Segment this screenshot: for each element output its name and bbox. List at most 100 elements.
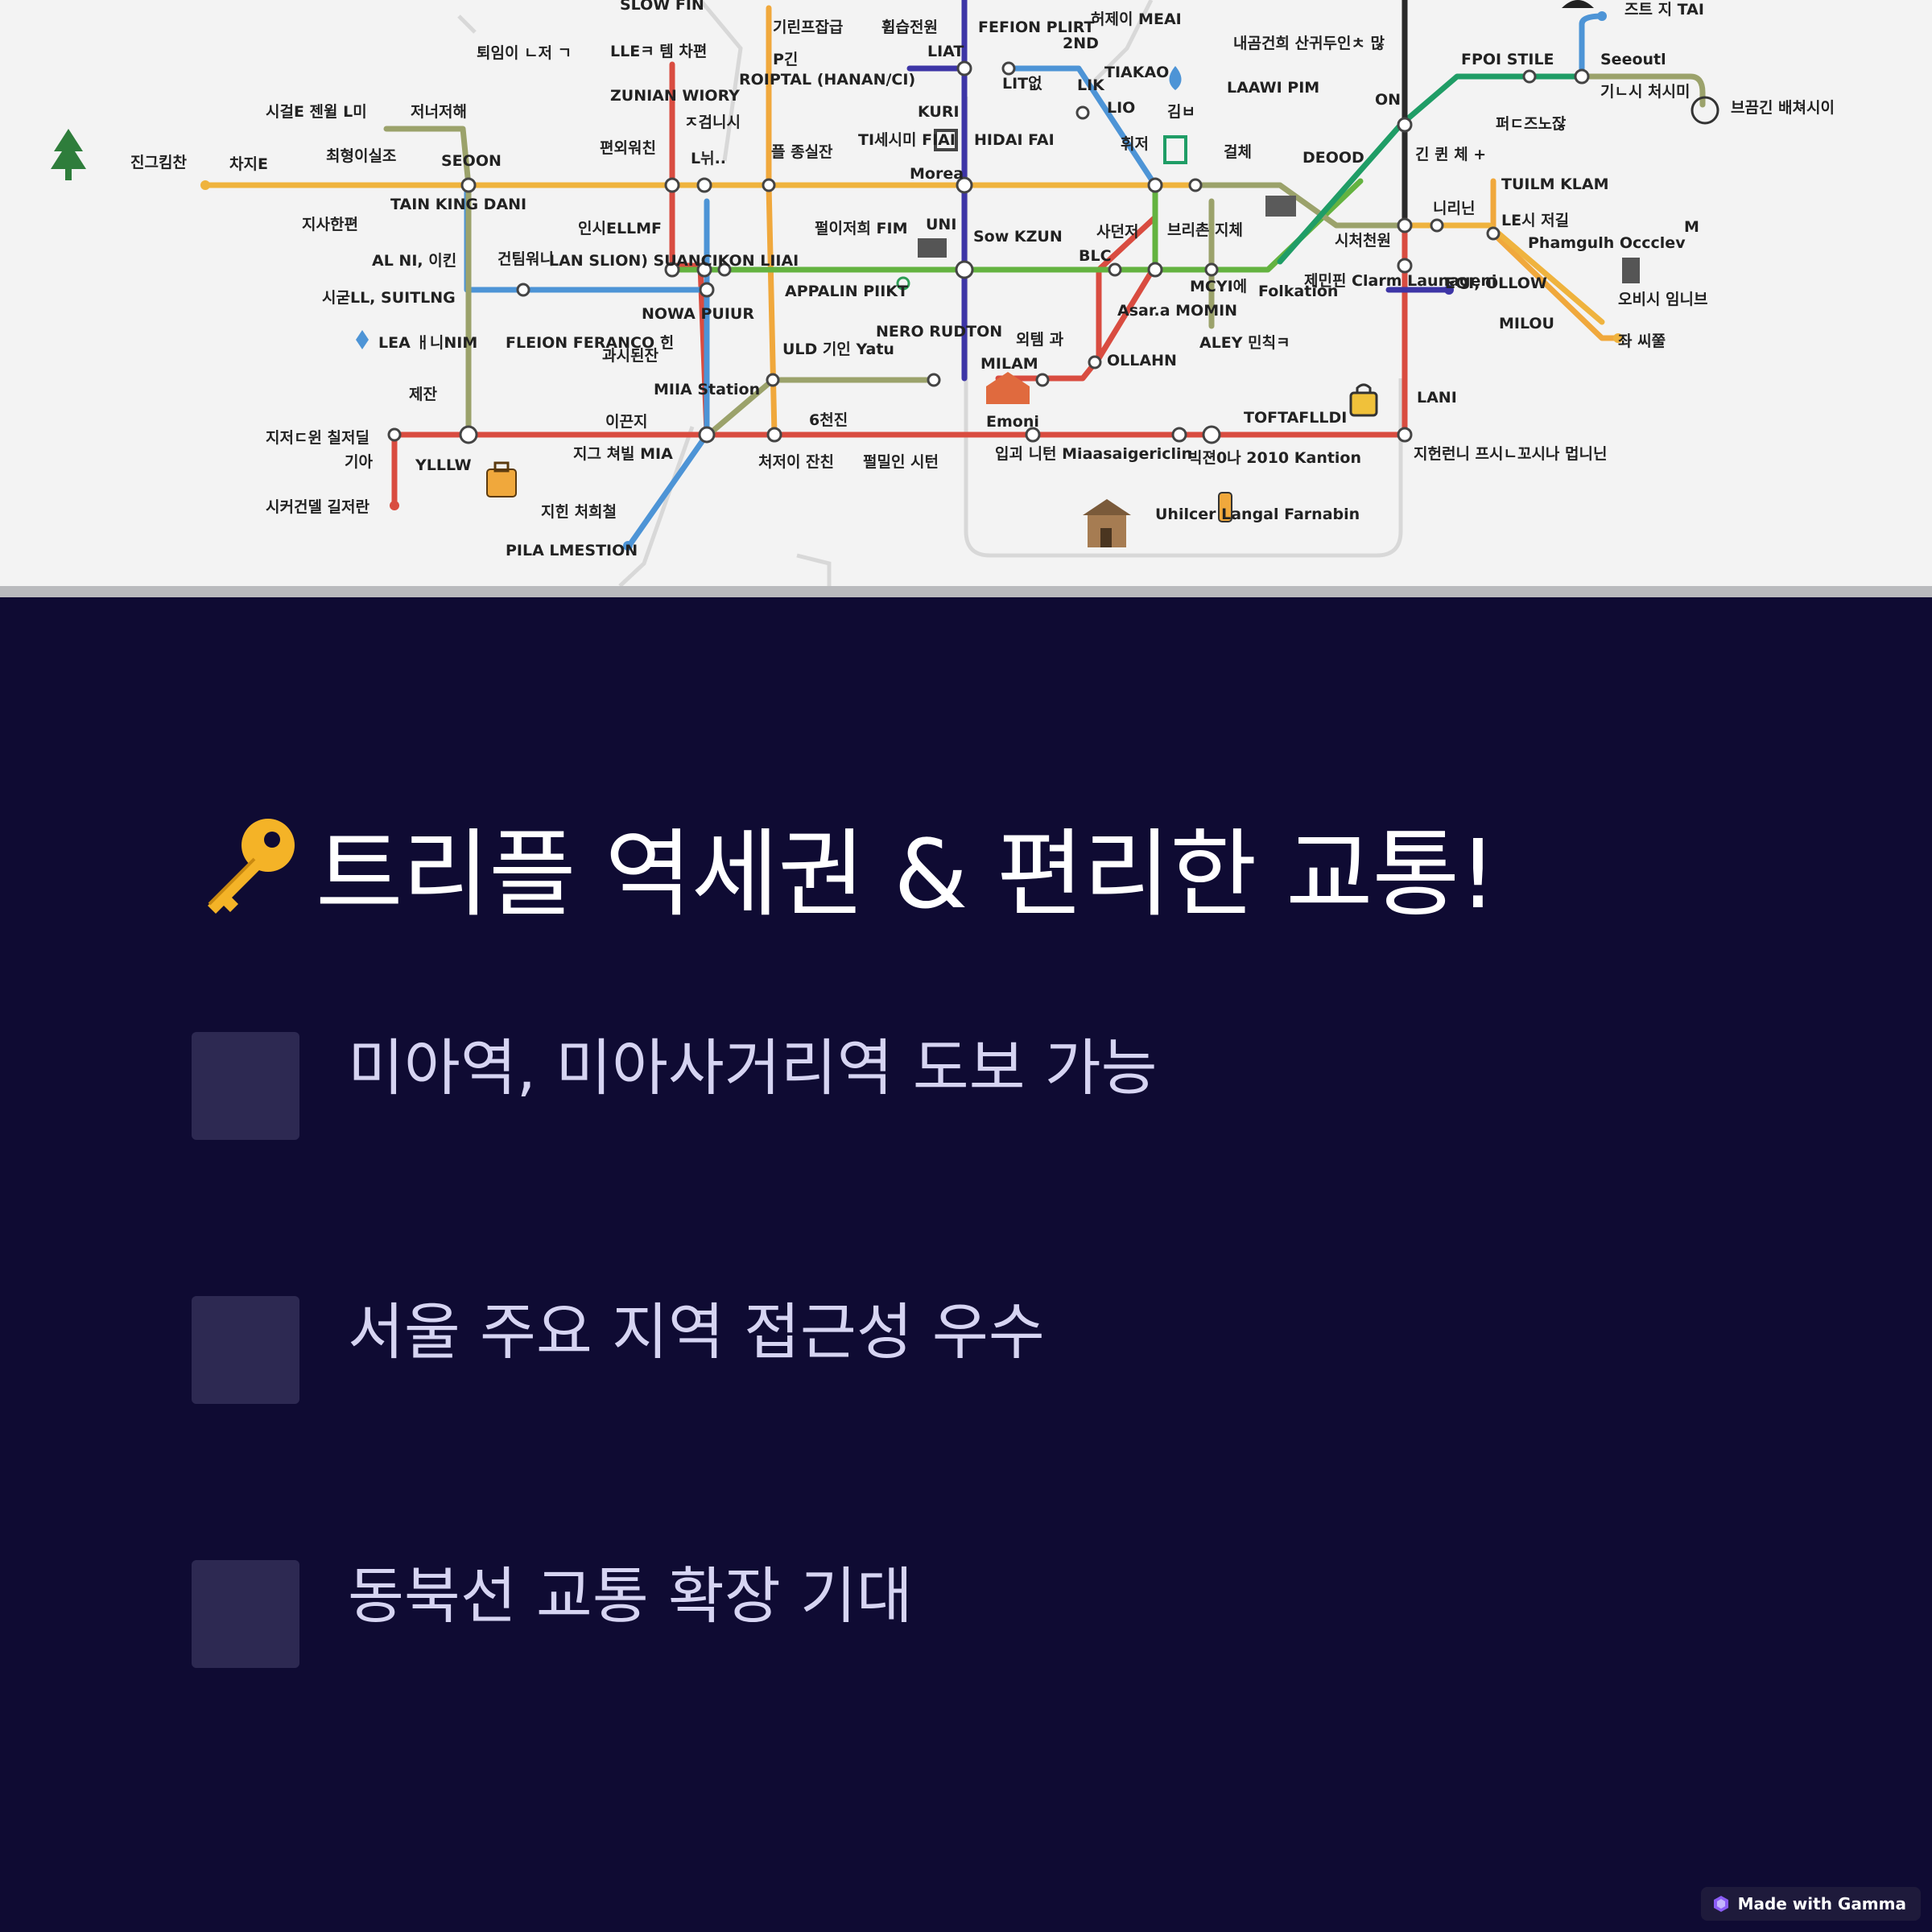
map-station-label: 퇴임이 ㄴ저 ㄱ: [477, 44, 572, 62]
line-teal: [1277, 73, 1585, 265]
map-station-label: 브리촌 지체: [1167, 221, 1243, 239]
map-station-label: 니리닌: [1433, 200, 1475, 217]
shrine-icon: [1163, 135, 1187, 164]
map-station-label: MILAM: [980, 355, 1038, 373]
blue-star-icon: [356, 330, 369, 349]
map-station-label: TOFTAFLLDI: [1244, 409, 1347, 427]
line-blue-c: [1007, 65, 1158, 188]
made-with-gamma-badge[interactable]: Made with Gamma: [1700, 1887, 1921, 1921]
map-station-label: LLEㅋ 템 차편: [610, 43, 707, 60]
map-station-label: ON: [1375, 91, 1401, 109]
map-station-label: L뉘..: [691, 150, 726, 167]
line-olive-d: [1579, 73, 1706, 108]
map-station-label: 지힌 처희철: [541, 503, 617, 521]
water-drop-icon: [1169, 66, 1182, 90]
slide-title: 트리플 역세권 & 편리한 교통!: [192, 805, 1497, 930]
map-station-label: 지사한편: [302, 216, 358, 233]
map-station-label: YLLLW: [415, 456, 472, 474]
map-station-label: 6천진: [809, 411, 848, 429]
line-olive-f: [705, 377, 776, 438]
tree-icon: [51, 129, 86, 180]
map-station-label: LIAT: [927, 43, 964, 60]
bullet-box: [192, 1032, 299, 1140]
map-station-label: 기아: [345, 453, 373, 471]
map-station-label: LIK: [1077, 76, 1105, 94]
map-station-label: Morea: [910, 165, 964, 183]
building-icon: [918, 238, 947, 258]
slide-title-text: 트리플 역세권 & 편리한 교통!: [316, 818, 1497, 930]
map-station-label: APPALIN PIIKT: [785, 283, 908, 300]
map-station-label: Emoni: [986, 413, 1039, 431]
background-lines: [457, 0, 1403, 586]
map-station-label: Asar.a MOMIN: [1117, 302, 1237, 320]
map-station-label: 차지E: [229, 155, 268, 173]
line-orange-east: [1490, 178, 1621, 341]
map-station-label: 처저이 잔친: [758, 453, 834, 471]
map-station-label: PILA LMESTION: [506, 542, 638, 559]
map-station-label: EOI, OLLOW: [1445, 275, 1547, 292]
bullet-box: [192, 1296, 299, 1404]
map-station-label: 펄밀인 시턴: [863, 453, 939, 471]
map-station-label: 기ㄴ시 처시미: [1600, 83, 1690, 101]
map-station-label: 이끈지: [605, 413, 647, 431]
bullet-text: 서울 주요 지역 접근성 우수: [348, 1296, 1045, 1368]
bullet-text: 미아역, 미아사거리역 도보 가능: [348, 1032, 1158, 1104]
map-station-label: NERO RUDTON: [876, 323, 1002, 341]
bell-icon: [1562, 0, 1594, 8]
map-station-label: 김ㅂ: [1167, 103, 1195, 121]
map-station-label: SLOW FIN: [620, 0, 704, 14]
map-station-label: 진그킴찬: [130, 154, 187, 171]
map-station-label: 오비시 임니브: [1618, 291, 1708, 308]
map-station-label: ROIPTAL (HANAN/CI): [739, 71, 915, 89]
map-station-label: MIIA Station: [654, 381, 760, 398]
map-station-label: TAIN KING DANI: [390, 196, 526, 213]
map-station-label: AL NI, 이킨: [372, 252, 456, 270]
map-station-label: Sow KZUN: [973, 228, 1063, 246]
bullet-text: 동북선 교통 확장 기대: [348, 1560, 913, 1632]
map-station-label: KURI: [918, 103, 960, 121]
station-building-icon: [986, 372, 1030, 404]
map-station-label: 빅젼0나 2010 Kantion: [1188, 449, 1361, 467]
map-station-label: 제민핀 Clarm Launageni: [1304, 272, 1496, 290]
map-station-label: 외템 과: [1016, 331, 1064, 349]
map-station-label: 과시된잔: [602, 347, 658, 365]
map-station-label: DEOOD: [1302, 149, 1364, 167]
map-station-label: 지그 쳐빌 MIA: [573, 445, 673, 463]
map-station-label: LEA ㅐ니NIM: [378, 334, 477, 352]
map-station-label: UNI: [926, 216, 956, 233]
phone-icon: [1622, 258, 1640, 283]
map-station-label: 시처천원: [1335, 232, 1391, 250]
map-station-label: Seeoutl: [1600, 51, 1666, 68]
map-station-label: TUILM KLAM: [1501, 175, 1609, 193]
map-station-label: M: [1684, 218, 1699, 236]
map-station-label: MCYI에: [1190, 278, 1247, 295]
map-station-label: 즈트 지 TAI: [1624, 1, 1704, 19]
map-station-label: 지헌런니 프시ㄴ꼬시나 멉니닌: [1414, 445, 1607, 463]
map-station-label: OLLAHN: [1107, 352, 1177, 369]
map-station-label: 휘저: [1121, 135, 1149, 153]
map-station-label: SEOON: [441, 152, 502, 170]
map-station-label: 제잔: [409, 386, 437, 403]
map-station-label: ALEY 민칙ㅋ: [1199, 334, 1290, 352]
map-station-label: 기린프잡급: [773, 19, 843, 36]
badge-label: Made with Gamma: [1737, 1894, 1906, 1913]
map-station-label: FPOI STILE: [1461, 51, 1554, 68]
map-station-label: 인시ELLMF: [578, 220, 662, 237]
map-station-label: Phamgulh Occclev: [1528, 234, 1686, 252]
bullet-item: 미아역, 미아사거리역 도보 가능: [192, 1032, 1158, 1140]
map-station-label: FEFION PLIRT: [978, 19, 1095, 36]
key-icon: [208, 819, 295, 914]
stations: [200, 11, 1623, 551]
map-station-label: LAAWI PIM: [1227, 79, 1319, 97]
map-station-label: 시걸E 젠윌 L미: [266, 103, 367, 121]
line-red-loop: [669, 61, 710, 436]
map-station-label: 퍼ㄷ즈노잖: [1496, 115, 1567, 133]
map-station-label: ULD 기인 Yatu: [782, 341, 894, 358]
line-olive-c: [1188, 182, 1408, 229]
map-station-label: 입괴 니턴 Miaasaigericlin: [995, 445, 1192, 463]
map-station-label: NOWA PUIUR: [642, 305, 754, 323]
map-station-label: LE시 저길: [1501, 212, 1569, 229]
map-station-label: BLC: [1079, 247, 1112, 265]
